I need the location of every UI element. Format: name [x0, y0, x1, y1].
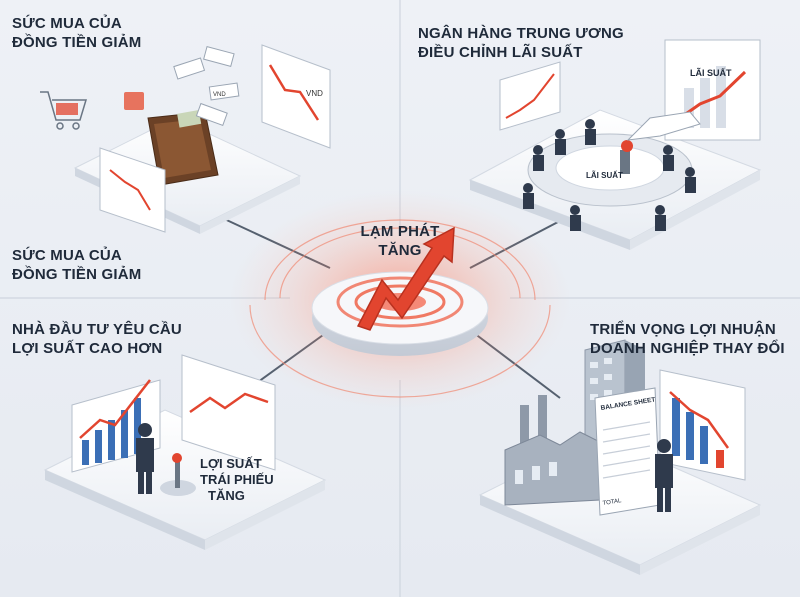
center-caption-line2: TĂNG — [378, 242, 422, 259]
businessman-icon — [523, 119, 696, 231]
shopping-cart-icon — [40, 91, 88, 130]
bond-label-1: LỢI SUẤT — [200, 456, 262, 471]
small-chart-board — [499, 61, 561, 131]
center-caption: LẠM PHÁT TĂNG — [352, 222, 448, 260]
bond-label-2: TRÁI PHIẾU — [200, 472, 274, 487]
caption-top-left-line2: ĐỒNG TIỀN GIẢM — [12, 34, 142, 51]
caption-mid-left-line2: ĐỒNG TIỀN GIẢM — [12, 266, 142, 283]
caption-bottom-left-line2: LỢI SUẤT CAO HƠN — [12, 340, 163, 357]
caption-top-right-line2: ĐIỀU CHỈNH LÃI SUẤT — [418, 44, 583, 61]
banknote-label: VND — [213, 92, 226, 98]
declining-bar-chart — [659, 369, 746, 481]
hand-lever-icon — [621, 111, 701, 152]
caption-top-left: SỨC MUA CỦA ĐỒNG TIỀN GIẢM — [12, 14, 141, 52]
businessman-icon — [136, 423, 154, 494]
balance-sheet-document: BALANCE SHEET TOTAL — [594, 387, 661, 516]
panel-central-bank: LÃI SUẤT LÃI SUẤT — [468, 39, 762, 250]
bond-line-board — [181, 354, 276, 471]
businessman-icon — [655, 439, 673, 512]
caption-top-right-line1: NGÂN HÀNG TRUNG ƯƠNG — [418, 25, 624, 42]
tablet-chart — [99, 147, 166, 233]
caption-bottom-right-line2: DOANH NGHIỆP THAY ĐỔI — [590, 340, 785, 357]
caption-top-left-line1: SỨC MUA CỦA — [12, 15, 122, 32]
caption-mid-left-line1: SỨC MUA CỦA — [12, 247, 122, 264]
up-arrow-icon — [356, 226, 455, 331]
sheet-total: TOTAL — [602, 498, 622, 507]
dial-interest-label: LÃI SUẤT — [586, 170, 623, 180]
center-node — [230, 190, 570, 410]
shopping-bag-icon — [124, 92, 144, 110]
caption-bottom-left-line1: NHÀ ĐẦU TƯ YÊU CẦU — [12, 321, 182, 338]
vnd-label: VND — [306, 89, 323, 98]
panel-purchasing-power: VND VND — [40, 44, 331, 234]
center-caption-line1: LẠM PHÁT — [360, 223, 440, 240]
factory-icon — [504, 395, 601, 506]
caption-bottom-right-line1: TRIỂN VỌNG LỢI NHUẬN — [590, 321, 776, 338]
bond-label-3: TĂNG — [208, 488, 245, 503]
board-interest-label: LÃI SUẤT — [690, 68, 732, 78]
caption-bottom-right: TRIỂN VỌNG LỢI NHUẬN DOANH NGHIỆP THAY Đ… — [590, 320, 785, 358]
wallet-icon — [147, 110, 219, 186]
vnd-chart-board: VND — [261, 44, 331, 149]
conference-table-icon: LÃI SUẤT — [527, 133, 693, 207]
lever-icon — [160, 453, 196, 496]
caption-bottom-left: NHÀ ĐẦU TƯ YÊU CẦU LỢI SUẤT CAO HƠN — [12, 320, 182, 358]
caption-top-right: NGÂN HÀNG TRUNG ƯƠNG ĐIỀU CHỈNH LÃI SUẤT — [418, 24, 624, 62]
caption-mid-left: SỨC MUA CỦA ĐỒNG TIỀN GIẢM — [12, 246, 141, 284]
panel-investors: LỢI SUẤT TRÁI PHIẾU TĂNG — [43, 354, 327, 550]
panel-corporate-profits: BALANCE SHEET TOTAL — [478, 339, 762, 575]
banknote-icon — [173, 45, 240, 127]
